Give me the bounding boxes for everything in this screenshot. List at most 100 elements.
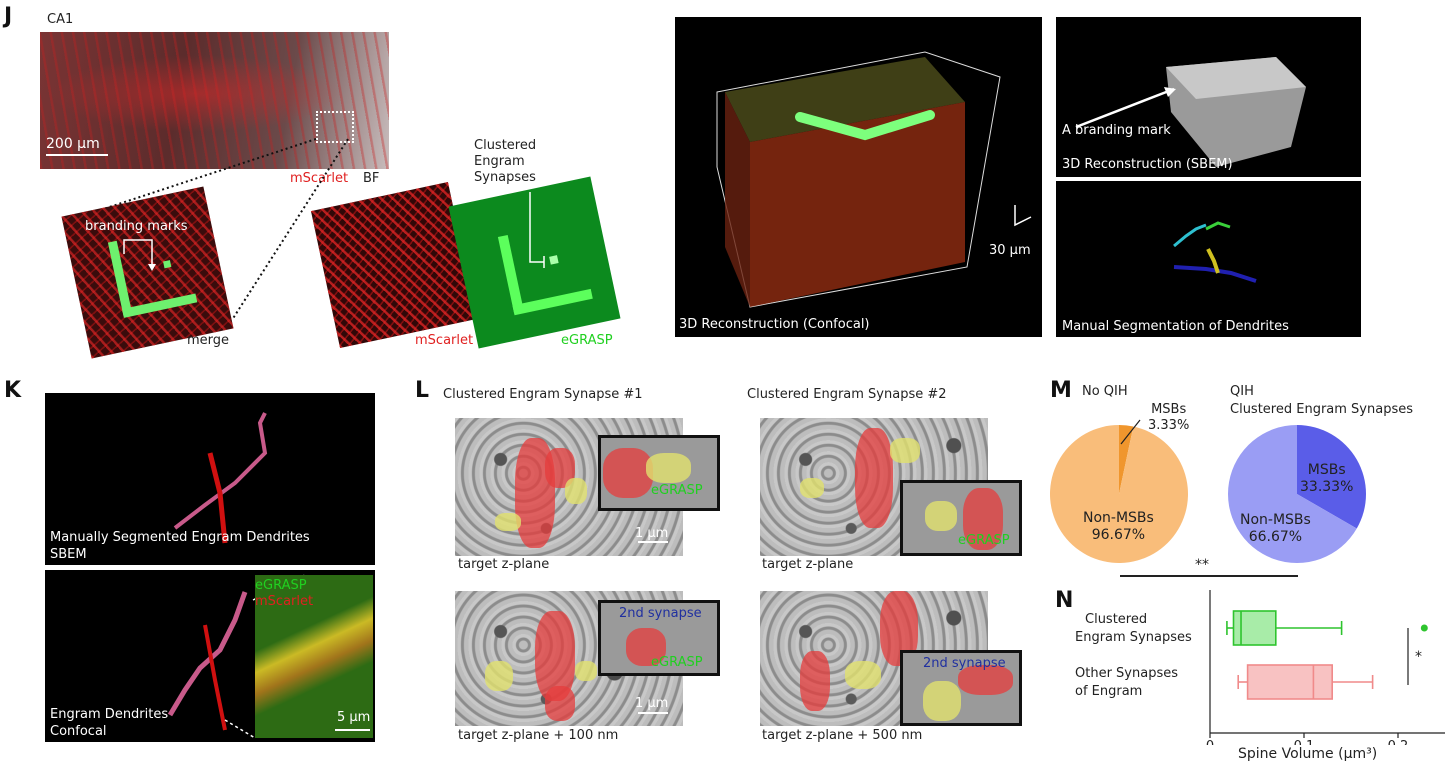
- box-label-2a: Other Synapses: [1075, 666, 1178, 681]
- k-confocal-caption-1: Engram Dendrites: [50, 707, 169, 722]
- panel-letter-l: L: [415, 378, 430, 403]
- spine-seg: [925, 501, 957, 531]
- branding-marks-label: branding marks: [85, 219, 188, 234]
- em-inset-2b: 2nd synapse: [900, 650, 1022, 726]
- em-inset-1b: 2nd synapse eGRASP: [598, 600, 720, 676]
- box-outlier: [1420, 624, 1428, 632]
- segmentation-image: Manual Segmentation of Dendrites: [1056, 181, 1361, 337]
- egrasp-label-2a: eGRASP: [958, 533, 1010, 548]
- pie-right-non-msb-name: Non-MSBs: [1240, 512, 1311, 528]
- confocal-3d-image: 30 µm 3D Reconstruction (Confocal): [675, 17, 1042, 337]
- k-confocal-image: eGRASP mScarlet 5 µm Engram Dendrites Co…: [45, 570, 375, 742]
- segmented-dendrites: [1173, 221, 1257, 283]
- spine-seg: [800, 478, 824, 498]
- scale-bar-1b: [638, 712, 668, 714]
- k-sbem-image: Manually Segmented Engram Dendrites SBEM: [45, 393, 375, 565]
- box-body: [1232, 610, 1277, 646]
- spine-seg: [923, 681, 961, 721]
- pie-left-msb-label: MSBs 3.33%: [1148, 402, 1189, 434]
- pie-charts: [1050, 419, 1366, 563]
- box-xlabel: Spine Volume (µm³): [1238, 746, 1378, 762]
- scale-bar: [46, 154, 108, 156]
- pie-significance-line: [1120, 575, 1298, 577]
- pie-slice-0-1: [1050, 425, 1188, 563]
- k-scale-label: 5 µm: [337, 710, 371, 725]
- spine-seg: [495, 513, 521, 531]
- spine-seg: [575, 661, 597, 681]
- k-sbem-caption-2: SBEM: [50, 547, 87, 562]
- k-mscarlet-label: mScarlet: [255, 594, 314, 609]
- scale-label-200: 200 µm: [46, 136, 100, 152]
- l-title-2: Clustered Engram Synapse #2: [747, 387, 947, 402]
- pie-significance: **: [1195, 557, 1209, 573]
- dendrite-seg: [963, 488, 1003, 550]
- pie-right-title-1: QIH: [1230, 384, 1254, 399]
- egrasp-l-base: [512, 288, 593, 316]
- panel-letter-j: J: [4, 4, 13, 29]
- pie-right-msb-name: MSBs: [1307, 462, 1346, 478]
- clustered-arrow: [529, 192, 545, 268]
- branding-arrow: [123, 239, 156, 271]
- l-title-1: Clustered Engram Synapse #1: [443, 387, 643, 402]
- pie-right-msb-label: MSBs 33.33%: [1300, 462, 1353, 496]
- em-inset-2a: eGRASP: [900, 480, 1022, 556]
- box-label-1a: Clustered: [1085, 612, 1148, 627]
- confocal-caption: 3D Reconstruction (Confocal): [679, 317, 870, 332]
- box-significance: *: [1415, 649, 1422, 665]
- box-body: [1246, 664, 1333, 700]
- x-tick-label: 0: [1206, 739, 1214, 745]
- scale-label-1a: 1 µm: [635, 526, 669, 541]
- pie-slice-1-1: [1228, 425, 1357, 563]
- caption-2b: target z-plane + 500 nm: [762, 728, 923, 743]
- spine-seg: [890, 438, 920, 463]
- panel-letter-m: M: [1050, 378, 1072, 403]
- pie-left-msb-pct: 3.33%: [1148, 418, 1190, 433]
- scale-bar-1a: [638, 541, 668, 543]
- k-scale-bar: [335, 729, 370, 731]
- egrasp-label-1a: eGRASP: [651, 483, 703, 498]
- sbem-3d-image: A branding mark 3D Reconstruction (SBEM): [1056, 17, 1361, 177]
- k-sbem-dendrite: [173, 412, 268, 544]
- k-sbem-caption-1: Manually Segmented Engram Dendrites: [50, 530, 310, 545]
- pie-right-non-msb-label: Non-MSBs 66.67%: [1240, 512, 1311, 546]
- pie-left-title: No QIH: [1082, 384, 1128, 399]
- caption-1a: target z-plane: [458, 557, 550, 572]
- bf-label: BF: [363, 171, 380, 186]
- pie-right-non-msb-pct: 66.67%: [1248, 529, 1303, 545]
- segmentation-caption: Manual Segmentation of Dendrites: [1062, 319, 1289, 334]
- l-mark-base: [122, 293, 198, 318]
- roi-box: [316, 111, 354, 143]
- pie-slice-1-0: [1297, 425, 1366, 529]
- dendrite-seg: [855, 428, 893, 528]
- mscarlet-label: mScarlet: [290, 171, 349, 186]
- sbem-block: [1075, 57, 1306, 167]
- spine-seg: [646, 453, 691, 483]
- caption-1b: target z-plane + 100 nm: [458, 728, 619, 743]
- pie-leader-line: [1120, 419, 1141, 445]
- ca1-overview-image: 200 µm: [40, 32, 389, 169]
- branding-mark-label: A branding mark: [1062, 123, 1171, 138]
- merge-label: merge: [187, 333, 230, 348]
- confocal-box-outline: [716, 51, 1032, 308]
- mscarlet-caption: mScarlet: [415, 333, 474, 348]
- dendrite-seg: [958, 665, 1013, 695]
- scale-label-30: 30 µm: [989, 243, 1031, 258]
- panel-letter-n: N: [1055, 588, 1074, 613]
- box-label-1b: Engram Synapses: [1075, 630, 1192, 645]
- x-tick-label: 0.2: [1388, 739, 1409, 745]
- k-egrasp-label: eGRASP: [255, 578, 307, 593]
- egrasp-label-1b: eGRASP: [651, 655, 703, 670]
- egrasp-caption: eGRASP: [561, 333, 613, 348]
- dendrite-seg: [626, 628, 666, 666]
- clustered-synapses-label: Clustered Engram Synapses: [474, 138, 537, 185]
- sbem-caption: 3D Reconstruction (SBEM): [1062, 157, 1233, 172]
- caption-2a: target z-plane: [762, 557, 854, 572]
- scale-label-1b: 1 µm: [635, 696, 669, 711]
- pie-left-non-msb-name: Non-MSBs: [1083, 510, 1154, 526]
- spine-seg: [845, 661, 881, 689]
- second-synapse-label-2b: 2nd synapse: [923, 656, 1006, 671]
- spine-seg: [565, 478, 587, 504]
- panel-letter-k: K: [4, 378, 22, 403]
- em-inset-1a: eGRASP: [598, 435, 720, 511]
- k-confocal-caption-2: Confocal: [50, 724, 107, 739]
